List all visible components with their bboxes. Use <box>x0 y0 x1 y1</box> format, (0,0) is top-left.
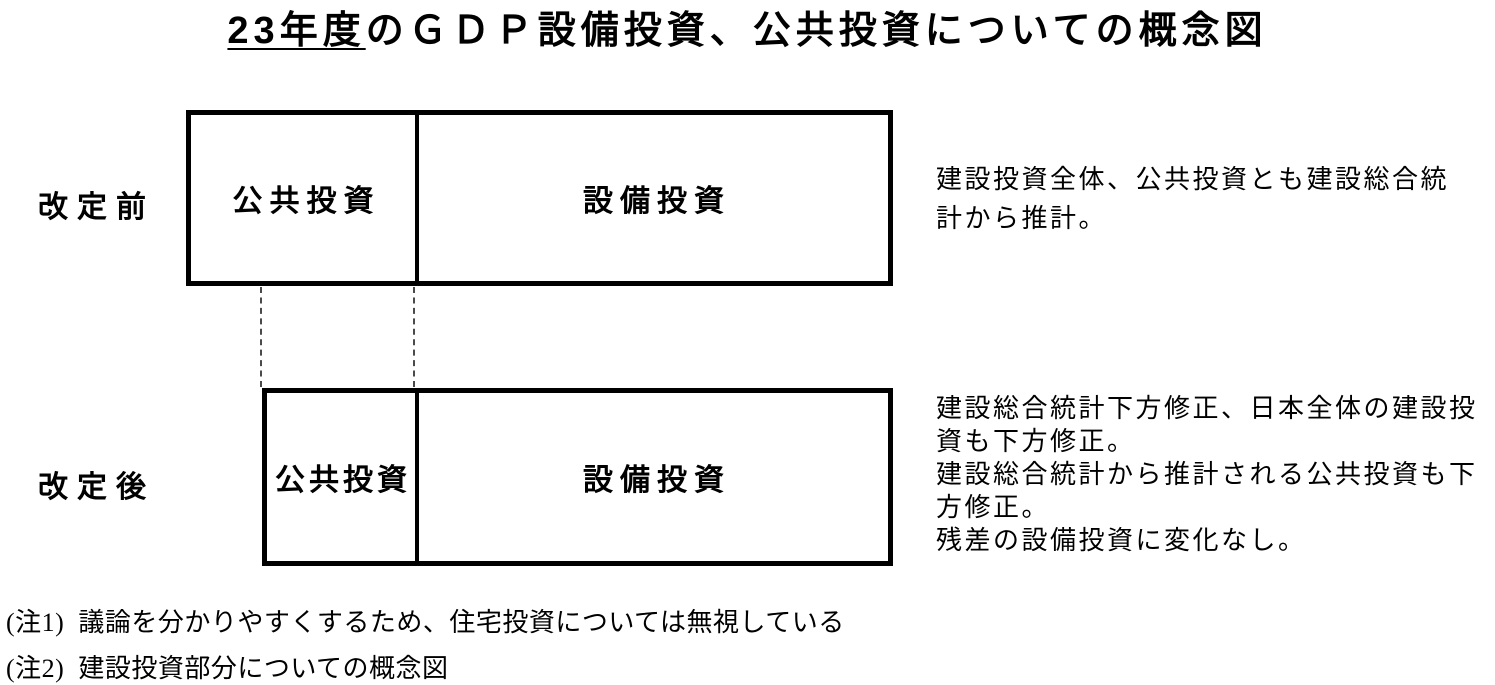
footnote-1: (注1) 議論を分かりやすくするため、住宅投資については無視している <box>6 602 845 639</box>
before-side-note-line: 建設投資全体、公共投資とも建設総合統 <box>936 164 1450 194</box>
footnote-1-text: 議論を分かりやすくするため、住宅投資については無視している <box>78 608 845 637</box>
after-side-note-line: 資も下方修正。 <box>936 426 1136 456</box>
after-side-note: 建設総合統計下方修正、日本全体の建設投 資も下方修正。 建設総合統計から推計され… <box>936 392 1492 557</box>
after-side-note-line: 建設総合統計から推計される公共投資も下 <box>936 459 1478 489</box>
before-capital-investment-cell: 設備投資 <box>583 185 731 218</box>
after-side-note-line: 方修正。 <box>936 492 1051 522</box>
after-side-note-line: 建設総合統計下方修正、日本全体の建設投 <box>936 393 1478 423</box>
before-public-investment-cell: 公共投資 <box>191 115 419 281</box>
footnote-2: (注2) 建設投資部分についての概念図 <box>6 648 449 685</box>
dashed-connector-right <box>413 287 415 387</box>
page-title-underlined: 23年度 <box>227 10 366 52</box>
footnote-2-text: 建設投資部分についての概念図 <box>78 654 449 683</box>
before-side-note: 建設投資全体、公共投資とも建設総合統 計から推計。 <box>936 160 1492 238</box>
page-title-rest: のＧＤＰ設備投資、公共投資についての概念図 <box>365 10 1268 52</box>
page-title: 23年度のＧＤＰ設備投資、公共投資についての概念図 <box>0 8 1495 54</box>
after-public-investment-cell: 公共投資 <box>267 393 419 561</box>
after-capital-investment-cell: 設備投資 <box>583 464 731 497</box>
before-box: 公共投資 設備投資 <box>186 110 893 286</box>
after-box: 公共投資 設備投資 <box>262 388 893 566</box>
after-row-label: 改定後 <box>38 471 155 504</box>
dashed-connector-left <box>260 287 262 387</box>
before-row-label: 改定前 <box>38 191 155 224</box>
footnote-1-marker: (注1) <box>6 608 65 637</box>
footnote-2-marker: (注2) <box>6 654 65 683</box>
after-side-note-line: 残差の設備投資に変化なし。 <box>936 525 1307 555</box>
before-side-note-line: 計から推計。 <box>936 203 1108 233</box>
